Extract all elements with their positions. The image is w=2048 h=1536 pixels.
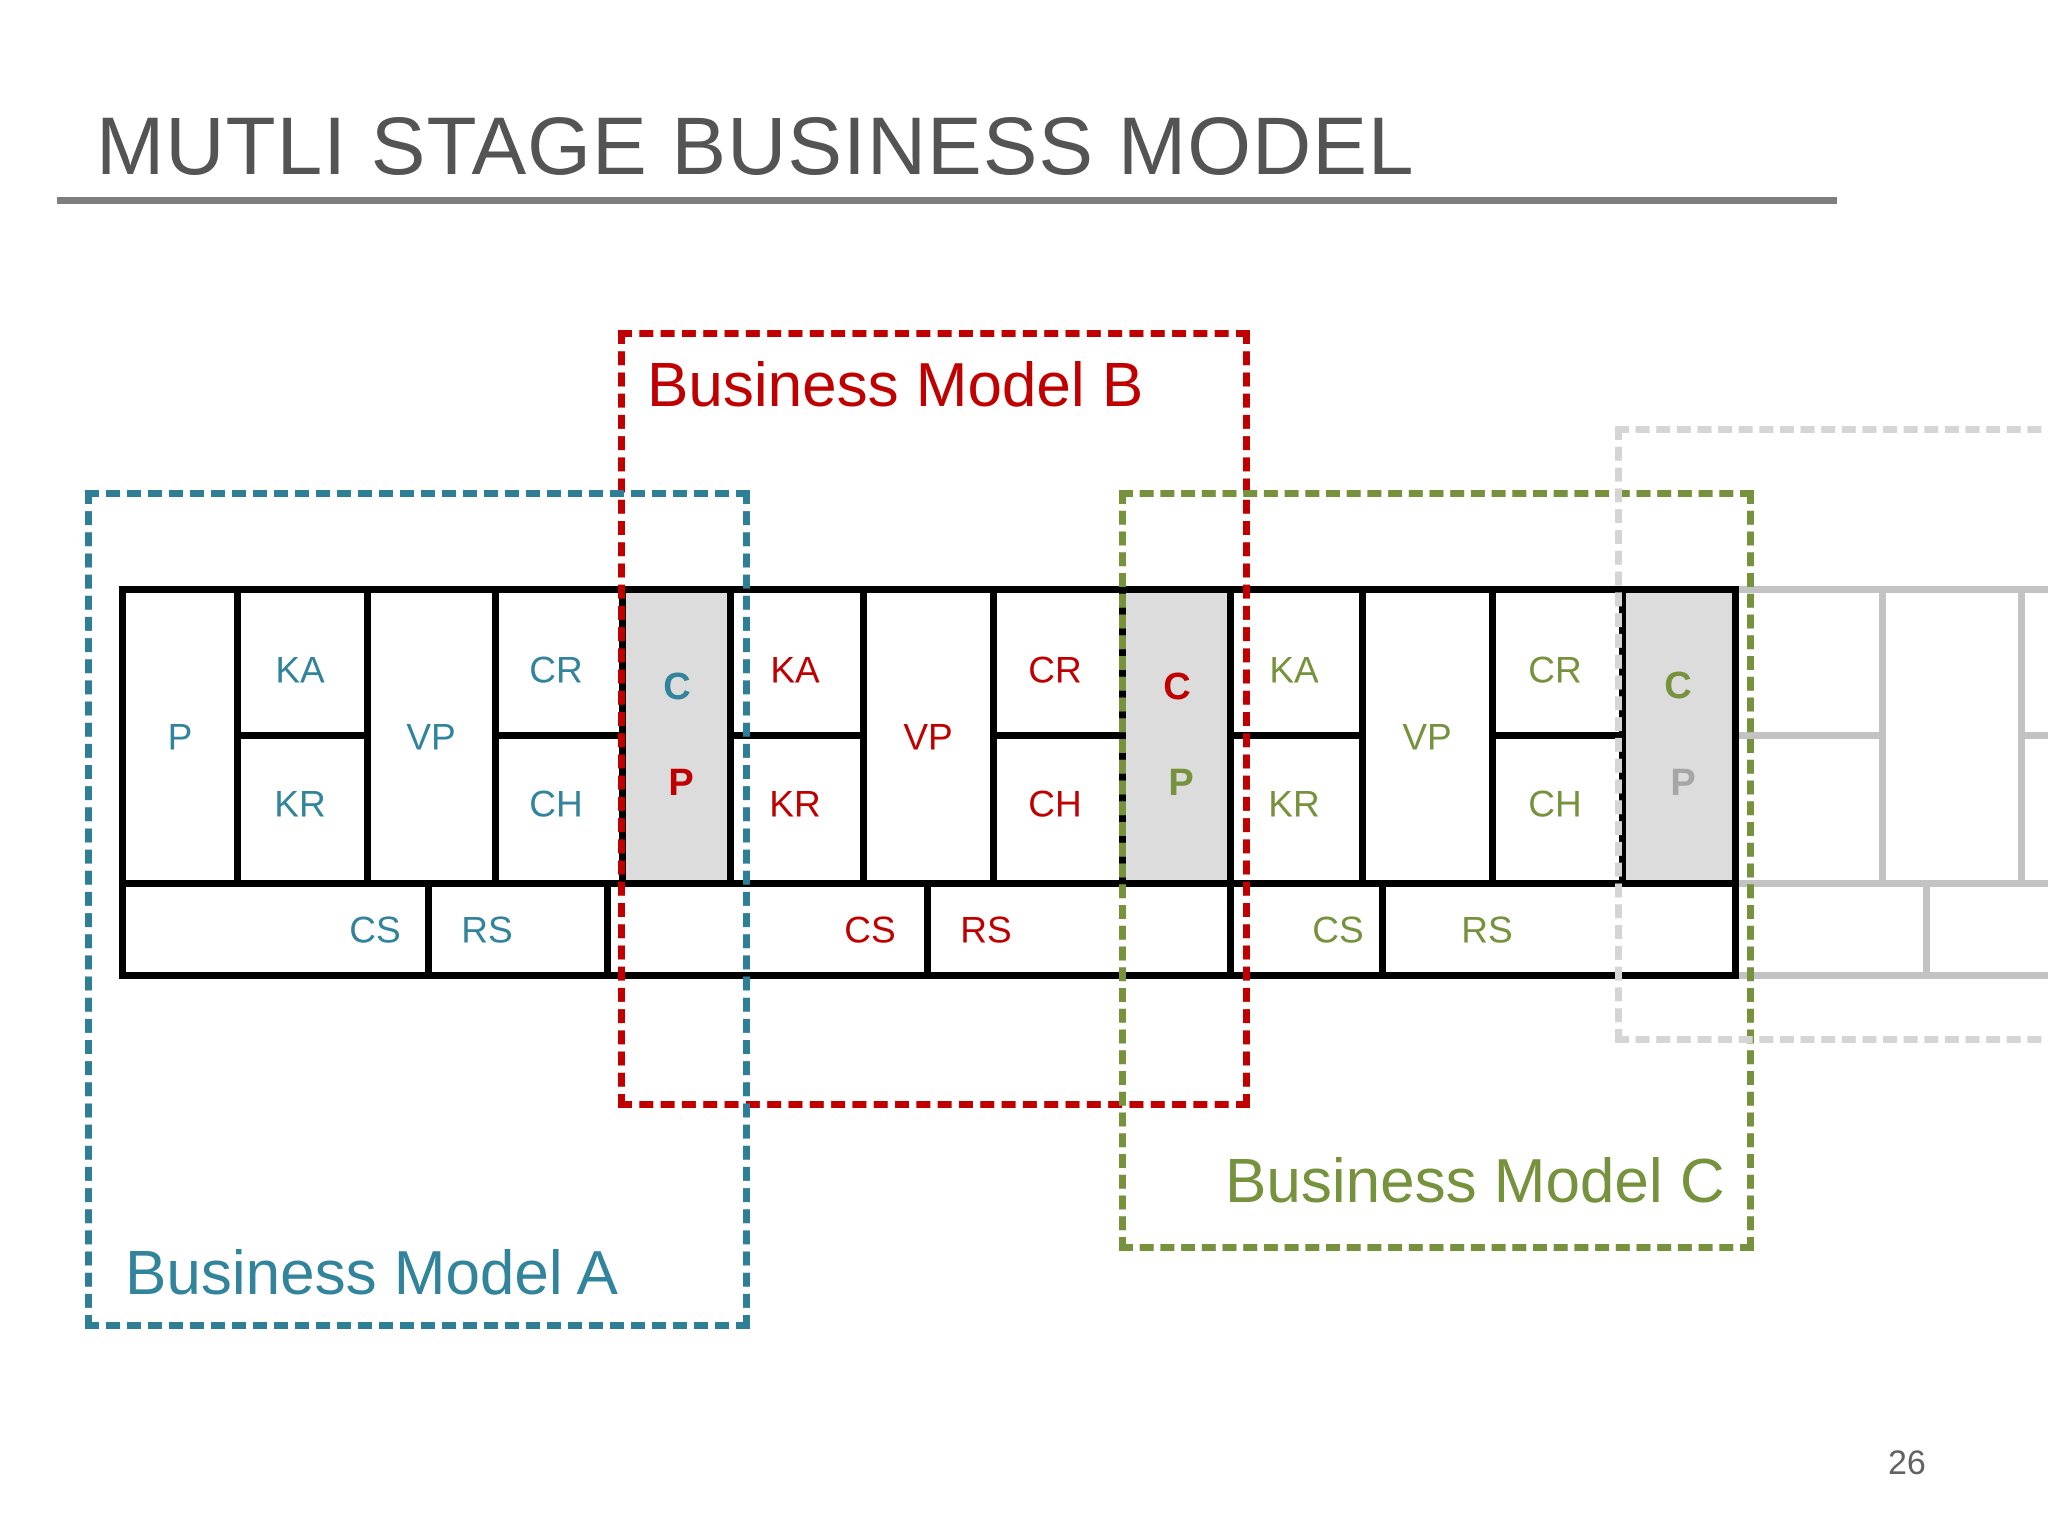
cell-key-activities-a: KA — [275, 649, 325, 691]
faded-grid-bottom — [1732, 972, 2048, 979]
shared-cell-fill-1 — [622, 589, 730, 883]
cell-channels-b: CH — [1028, 783, 1082, 825]
divider-ka-vp-c — [1359, 586, 1366, 887]
divider-rsa-csb — [604, 880, 611, 979]
page-title: MUTLI STAGE BUSINESS MODEL — [96, 101, 1415, 192]
faded-model-boundary — [1615, 426, 2048, 1043]
cell-channels-a: CH — [529, 783, 583, 825]
faded-divider-2 — [2018, 586, 2025, 887]
shared-cell-2-partner: P — [1168, 762, 1194, 804]
cell-channels-c: CH — [1528, 783, 1582, 825]
divider-ka-vp-a — [364, 586, 371, 887]
kakr-split-c — [1227, 732, 1366, 739]
shared-cell-2-customer: C — [1163, 666, 1191, 708]
cell-key-activities-c: KA — [1269, 649, 1319, 691]
cell-key-activities-b: KA — [770, 649, 820, 691]
model-b-label: Business Model B — [647, 351, 1144, 420]
shared-cell-1-partner: P — [668, 762, 694, 804]
shared-cell-fill-2 — [1122, 589, 1230, 883]
shared-cell-1-right — [727, 586, 734, 887]
cell-customer-rel-b: CR — [1028, 649, 1082, 691]
crch-split-c — [1489, 732, 1626, 739]
page-number: 26 — [1888, 1444, 1926, 1482]
shared-cell-3-customer: C — [1664, 665, 1692, 707]
cell-value-prop-a: VP — [406, 716, 456, 758]
model-a-boundary — [85, 490, 750, 1329]
shared-cell-3-left — [1619, 586, 1626, 887]
cell-customer-rel-c: CR — [1528, 649, 1582, 691]
cell-revenue-streams-b: RS — [960, 909, 1012, 951]
crch-split-b — [990, 732, 1126, 739]
divider-cs-rs-c — [1379, 880, 1386, 979]
divider-vp-cr-a — [492, 586, 499, 887]
faded-bottom-divider — [1923, 880, 1930, 979]
faded-grid-top — [1732, 586, 2048, 593]
faded-crch-split — [2018, 732, 2048, 739]
divider-cs-rs-b — [924, 880, 931, 979]
grid-right-border — [1732, 586, 1739, 979]
cell-partners-a: P — [167, 716, 193, 758]
grid-top-border — [119, 586, 1739, 593]
cell-key-resources-c: KR — [1268, 783, 1320, 825]
divider-vp-cr-b — [990, 586, 997, 887]
cell-cost-structure-a: CS — [349, 909, 401, 951]
divider-p-ka-a — [234, 586, 241, 887]
shared-cell-2-right — [1227, 586, 1234, 979]
shared-cell-3-partner: P — [1670, 762, 1696, 804]
model-b-boundary — [618, 330, 1250, 1108]
cell-cost-structure-b: CS — [844, 909, 896, 951]
cell-value-prop-c: VP — [1402, 716, 1452, 758]
title-underline — [57, 197, 1837, 204]
kakr-split-a — [234, 732, 371, 739]
shared-cell-1-customer: C — [663, 666, 691, 708]
crch-split-a — [492, 732, 626, 739]
divider-cs-rs-a — [425, 880, 432, 979]
cell-cost-structure-c: CS — [1312, 909, 1364, 951]
faded-grid-row-split — [1732, 880, 2048, 887]
cell-revenue-streams-c: RS — [1461, 909, 1513, 951]
shared-cell-fill-3 — [1622, 589, 1735, 883]
cell-value-prop-b: VP — [903, 716, 953, 758]
faded-divider-1 — [1879, 586, 1886, 887]
divider-ka-vp-b — [860, 586, 867, 887]
divider-vp-cr-c — [1489, 586, 1496, 887]
grid-left-border — [119, 586, 126, 979]
cell-revenue-streams-a: RS — [461, 909, 513, 951]
model-c-boundary — [1119, 490, 1754, 1251]
cell-customer-rel-a: CR — [529, 649, 583, 691]
faded-kakr-split — [1732, 732, 1885, 739]
model-a-label: Business Model A — [125, 1239, 618, 1308]
cell-key-resources-a: KR — [274, 783, 326, 825]
cell-key-resources-b: KR — [769, 783, 821, 825]
kakr-split-b — [727, 732, 867, 739]
model-c-label: Business Model C — [1225, 1147, 1725, 1216]
